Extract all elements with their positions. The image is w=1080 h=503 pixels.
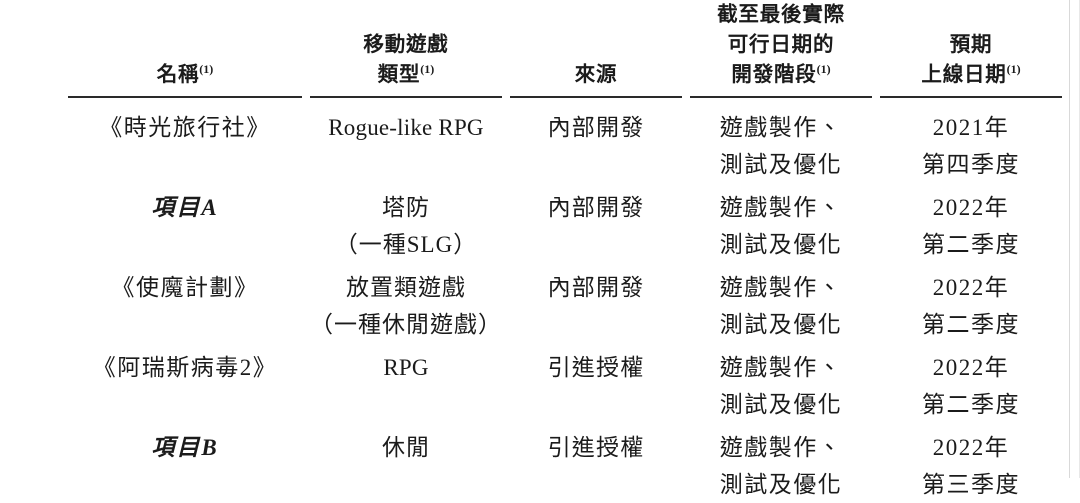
table-header-row: 名稱(1)移動遊戲類型(1)來源截至最後實際可行日期的開發階段(1)預期上線日期… — [64, 0, 1066, 103]
source-label: 引進授權 — [547, 355, 645, 380]
column-header-line: 上線日期(1) — [921, 62, 1021, 86]
genre-line: （一種休閒遊戲） — [310, 312, 502, 337]
genre-line: 塔防 — [382, 195, 430, 220]
cell-source: 內部開發 — [506, 103, 686, 183]
stage-line: 測試及優化 — [719, 232, 843, 257]
column-header-stage: 截至最後實際可行日期的開發階段(1) — [686, 0, 876, 103]
game-title: 項目B — [151, 435, 219, 460]
game-title: 《使魔計劃》 — [111, 275, 259, 300]
column-header-line: 類型(1) — [377, 62, 435, 86]
cell-stage: 遊戲製作、測試及優化 — [686, 263, 876, 343]
source-label: 引進授權 — [547, 435, 645, 460]
launch-line: 第三季度 — [922, 472, 1020, 497]
footnote-marker: (1) — [1006, 62, 1021, 77]
stage-line: 測試及優化 — [719, 392, 843, 417]
cell-source: 引進授權 — [506, 423, 686, 503]
cell-launch: 2022年第二季度 — [876, 183, 1066, 263]
column-header-line: 開發階段(1) — [731, 62, 831, 86]
column-header-source: 來源 — [506, 0, 686, 103]
cell-name: 《時光旅行社》 — [64, 103, 306, 183]
cell-source: 引進授權 — [506, 343, 686, 423]
cell-genre: RPG — [306, 343, 506, 423]
table-header: 名稱(1)移動遊戲類型(1)來源截至最後實際可行日期的開發階段(1)預期上線日期… — [64, 0, 1066, 103]
column-header-launch: 預期上線日期(1) — [876, 0, 1066, 103]
game-title: 項目A — [151, 195, 219, 220]
game-title: 《時光旅行社》 — [99, 115, 271, 140]
stage-line: 測試及優化 — [719, 472, 843, 497]
cell-name: 項目B — [64, 423, 306, 503]
column-header-genre: 移動遊戲類型(1) — [306, 0, 506, 103]
column-header-rule-stage: 截至最後實際可行日期的開發階段(1) — [690, 0, 872, 98]
cell-genre: 塔防 （一種SLG） — [306, 183, 506, 263]
game-pipeline-table: 名稱(1)移動遊戲類型(1)來源截至最後實際可行日期的開發階段(1)預期上線日期… — [64, 0, 1066, 503]
launch-line: 第二季度 — [922, 312, 1020, 337]
column-header-line: 移動遊戲 — [363, 34, 449, 56]
genre-line: RPG — [383, 355, 429, 380]
column-header-rule-source: 來源 — [510, 60, 682, 98]
cell-stage: 遊戲製作、測試及優化 — [686, 423, 876, 503]
stage-line: 測試及優化 — [719, 312, 843, 337]
cell-genre: 放置類遊戲 （一種休閒遊戲） — [306, 263, 506, 343]
cell-stage: 遊戲製作、測試及優化 — [686, 343, 876, 423]
footnote-marker: (1) — [816, 62, 831, 77]
cell-name: 《使魔計劃》 — [64, 263, 306, 343]
launch-line: 第二季度 — [922, 392, 1020, 417]
page-edge-divider — [1069, 0, 1070, 478]
genre-line: （一種SLG） — [334, 232, 478, 257]
cell-stage: 遊戲製作、測試及優化 — [686, 183, 876, 263]
launch-line: 2021年 — [932, 115, 1010, 140]
source-label: 內部開發 — [547, 275, 645, 300]
column-header-name: 名稱(1) — [64, 0, 306, 103]
cell-source: 內部開發 — [506, 263, 686, 343]
cell-genre: Rogue-like RPG — [306, 103, 506, 183]
column-header-rule-genre: 移動遊戲類型(1) — [310, 30, 502, 98]
launch-line: 第四季度 — [922, 152, 1020, 177]
column-header-rule-name: 名稱(1) — [68, 60, 302, 98]
stage-line: 遊戲製作、 — [719, 275, 843, 300]
column-header-line: 預期 — [949, 34, 993, 56]
footnote-marker: (1) — [199, 62, 214, 77]
game-title: 《阿瑞斯病毒2》 — [92, 355, 278, 380]
genre-line: 休閒 — [382, 435, 430, 460]
column-header-line: 來源 — [574, 64, 618, 86]
stage-line: 遊戲製作、 — [719, 115, 843, 140]
source-label: 內部開發 — [547, 115, 645, 140]
cell-name: 項目A — [64, 183, 306, 263]
cell-stage: 遊戲製作、測試及優化 — [686, 103, 876, 183]
stage-line: 遊戲製作、 — [719, 435, 843, 460]
footnote-marker: (1) — [420, 62, 435, 77]
cell-genre: 休閒 — [306, 423, 506, 503]
launch-line: 2022年 — [932, 275, 1010, 300]
launch-line: 2022年 — [932, 195, 1010, 220]
cell-launch: 2022年第二季度 — [876, 263, 1066, 343]
genre-line: Rogue-like RPG — [328, 115, 484, 140]
cell-name: 《阿瑞斯病毒2》 — [64, 343, 306, 423]
stage-line: 測試及優化 — [719, 152, 843, 177]
genre-line: 放置類遊戲 — [346, 275, 466, 300]
cell-launch: 2022年第二季度 — [876, 343, 1066, 423]
column-header-rule-launch: 預期上線日期(1) — [880, 30, 1062, 98]
cell-launch: 2022年第三季度 — [876, 423, 1066, 503]
launch-line: 第二季度 — [922, 232, 1020, 257]
cell-launch: 2021年第四季度 — [876, 103, 1066, 183]
column-header-line: 名稱(1) — [156, 62, 214, 86]
column-header-line: 截至最後實際 — [717, 4, 845, 26]
pipeline-table-container: 名稱(1) 移動遊戲類型(1) 來源 截至最後實際可行日期的開發階段(1) 預期上線日期… — [68, 4, 1062, 497]
stage-line: 遊戲製作、 — [719, 195, 843, 220]
cell-source: 內部開發 — [506, 183, 686, 263]
launch-line: 2022年 — [932, 435, 1010, 460]
stage-line: 遊戲製作、 — [719, 355, 843, 380]
launch-line: 2022年 — [932, 355, 1010, 380]
column-header-line: 可行日期的 — [727, 34, 835, 56]
source-label: 內部開發 — [547, 195, 645, 220]
